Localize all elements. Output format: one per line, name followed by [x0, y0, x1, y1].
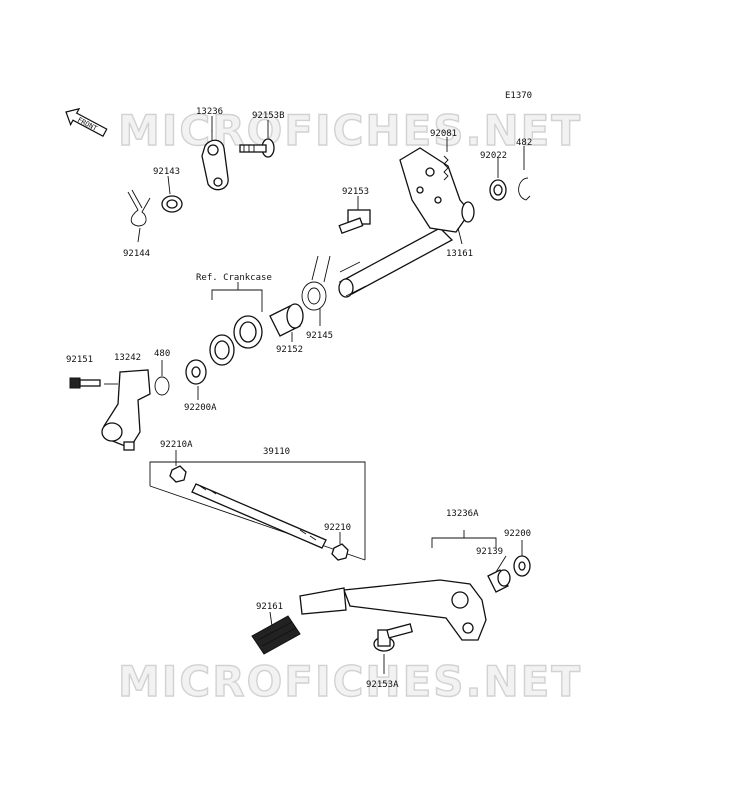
spring-92145: [301, 255, 331, 311]
watermark-bottom: MICROFICHES.NET: [118, 657, 582, 706]
collar-92139: [487, 569, 511, 593]
shift-pedal-13236A: [343, 579, 487, 641]
label-13161: 13161: [446, 249, 473, 259]
washer-92200: [513, 555, 531, 577]
circlip-480: [154, 376, 170, 396]
label-39110: 39110: [263, 447, 290, 457]
circlip-482: [518, 177, 531, 201]
bushing-92152: [269, 303, 304, 337]
label-92153B: 92153B: [252, 111, 285, 121]
bolt-92153A: [373, 623, 414, 652]
bearing: [233, 315, 263, 349]
nut-92210A: [169, 465, 187, 483]
front-arrow-icon: FRONT: [65, 107, 108, 137]
washer-92200A: [185, 359, 207, 385]
label-92200: 92200: [504, 529, 531, 539]
label-13236A: 13236A: [446, 509, 479, 519]
label-482: 482: [516, 138, 532, 148]
leader-lines: [104, 116, 525, 674]
label-13236: 13236: [196, 107, 223, 117]
spring-92144: [127, 189, 151, 227]
bolt-92153: [338, 209, 371, 235]
label-92145: 92145: [306, 331, 333, 341]
bolt-92151: [69, 377, 101, 389]
label-92022: 92022: [480, 151, 507, 161]
washer-92022: [489, 179, 507, 201]
oil-seal: [209, 334, 235, 366]
label-92144: 92144: [123, 249, 150, 259]
collar-92143: [161, 195, 183, 213]
label-92152: 92152: [276, 345, 303, 355]
nut-92210: [331, 543, 349, 561]
tie-rod-39110: [191, 483, 327, 549]
diagram-code: E1370: [505, 91, 532, 101]
label-92151: 92151: [66, 355, 93, 365]
label-480: 480: [154, 349, 170, 359]
label-13242: 13242: [114, 353, 141, 363]
bolt-92153B: [239, 138, 275, 158]
shift-shaft-13161: [338, 147, 475, 298]
label-92210A: 92210A: [160, 440, 193, 450]
label-ref-crankcase: Ref. Crankcase: [196, 273, 272, 283]
label-92153: 92153: [342, 187, 369, 197]
label-92081: 92081: [430, 129, 457, 139]
lever-13242: [101, 369, 151, 451]
label-92200A: 92200A: [184, 403, 217, 413]
label-92153A: 92153A: [366, 680, 399, 690]
label-92139: 92139: [476, 547, 503, 557]
label-92161: 92161: [256, 602, 283, 612]
footpeg-rubber-92161: [251, 587, 347, 655]
label-92143: 92143: [153, 167, 180, 177]
label-92210: 92210: [324, 523, 351, 533]
spring-92081: [443, 155, 449, 181]
watermark-top: MICROFICHES.NET: [118, 106, 582, 155]
